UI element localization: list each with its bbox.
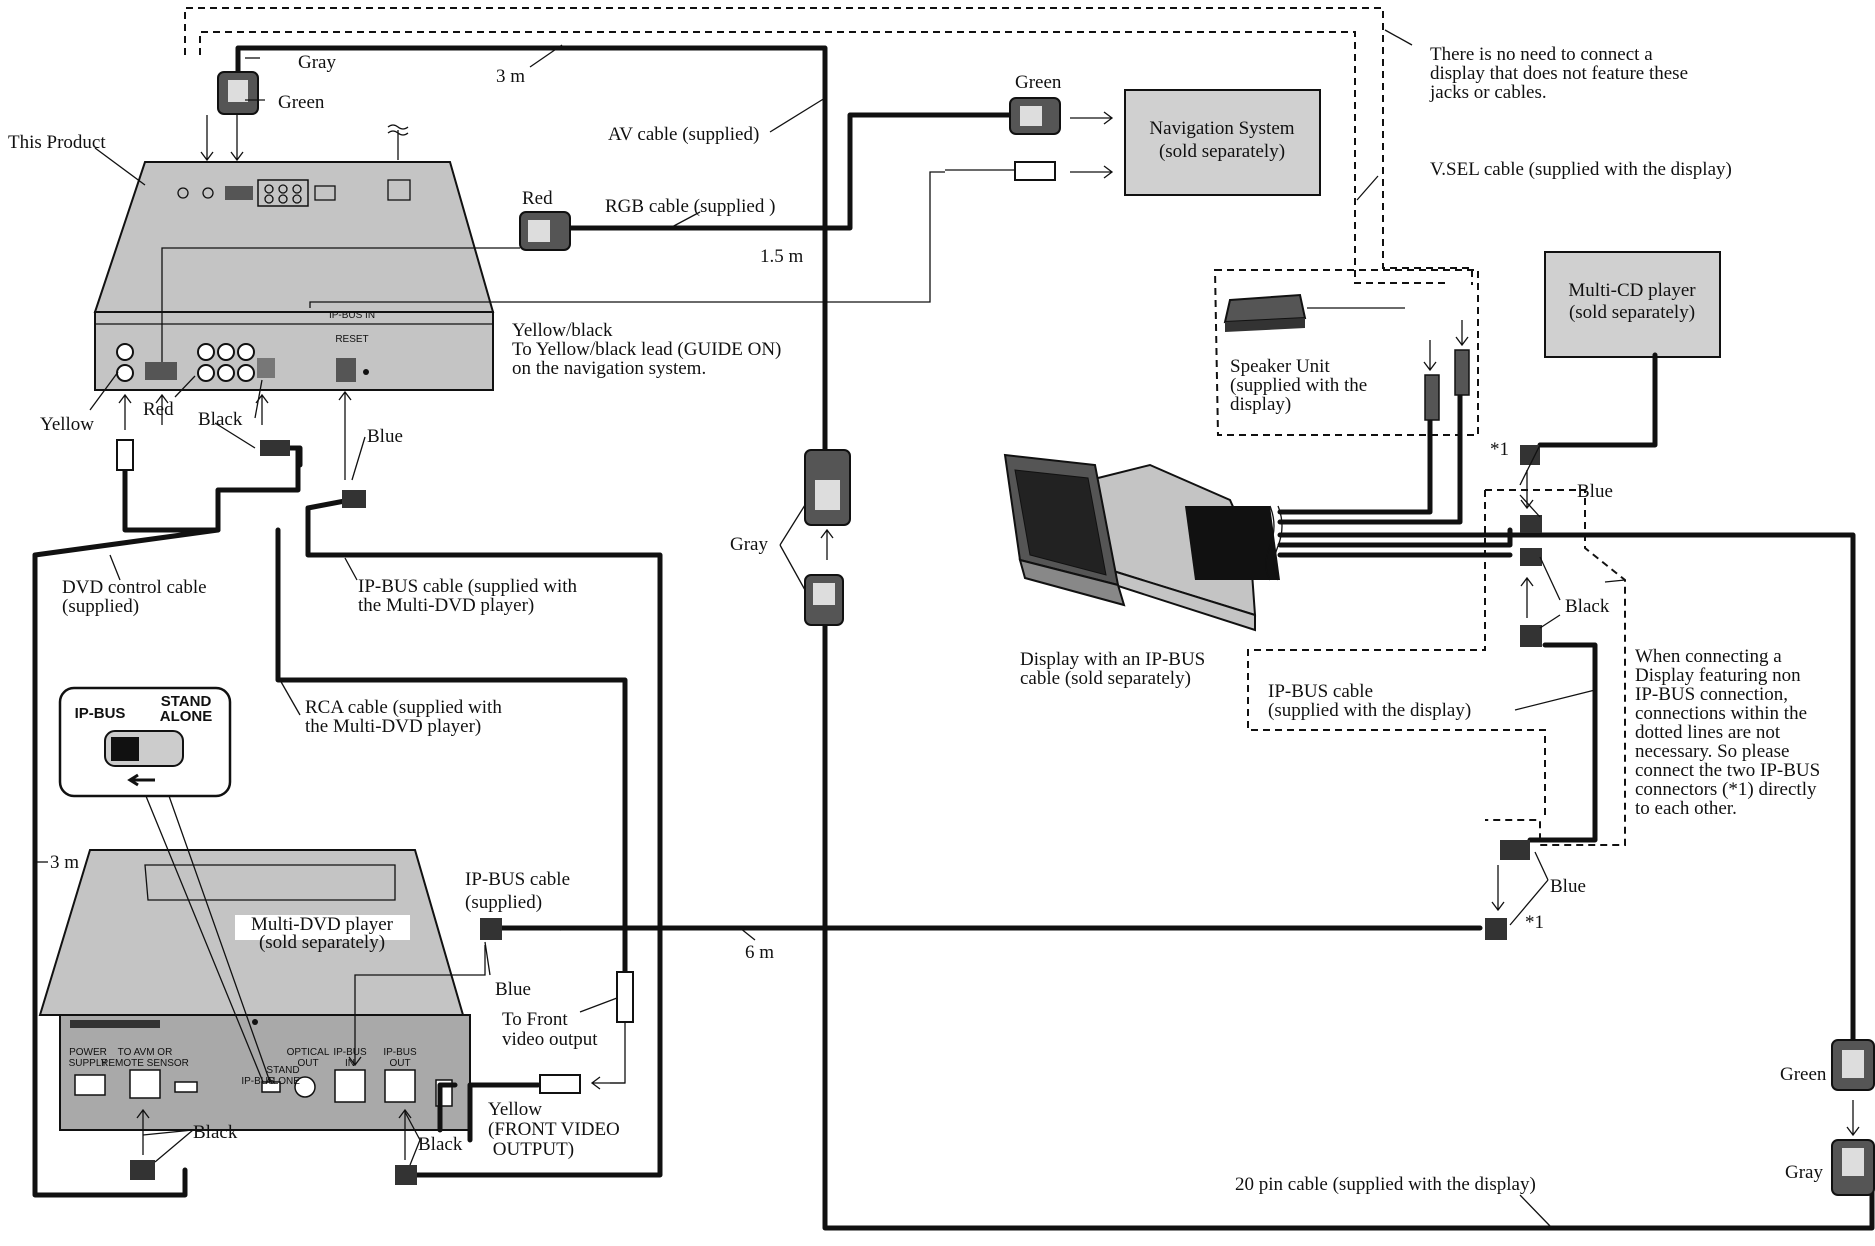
ip-bus-out-line2: OUT bbox=[389, 1058, 410, 1069]
to-avm-line1: TO AVM OR bbox=[118, 1047, 173, 1058]
ip-bus-small-label: IP-BUS bbox=[241, 1076, 275, 1087]
label-star1-bottom: *1 bbox=[1525, 912, 1544, 933]
power-supply-line1: POWER bbox=[69, 1047, 107, 1058]
ip-bus-switch-inset: IP-BUS STAND ALONE bbox=[58, 686, 232, 798]
ip-bus-in-line1: IP-BUS bbox=[333, 1047, 367, 1058]
label-red-jack: Red bbox=[143, 399, 174, 420]
multi-cd-line2: (sold separately) bbox=[1569, 302, 1695, 323]
display-device bbox=[1003, 453, 1283, 632]
stand-alone-small-line1: STAND bbox=[266, 1065, 299, 1076]
arrows bbox=[118, 111, 1860, 1160]
label-black-jack: Black bbox=[198, 409, 243, 430]
ip-bus-in-line2: IN bbox=[345, 1058, 355, 1069]
dashed-optional-lines bbox=[184, 7, 1626, 846]
leader-lines bbox=[35, 29, 1626, 1227]
label-yellow-front: Yellow(FRONT VIDEO OUTPUT) bbox=[488, 1099, 620, 1160]
label-blue-dvd: Blue bbox=[495, 979, 531, 1000]
label-blue-right-top: Blue bbox=[1577, 481, 1613, 502]
cables bbox=[32, 45, 1875, 1231]
label-rgb-cable: RGB cable (supplied ) bbox=[605, 196, 775, 217]
label-green-nav: Green bbox=[1015, 72, 1062, 93]
switch-ip-bus-label: IP-BUS bbox=[75, 705, 126, 722]
connector-plugs bbox=[116, 71, 1875, 1196]
label-gray-mid: Gray bbox=[730, 534, 768, 555]
label-this-product: This Product bbox=[8, 132, 106, 153]
label-star1-top: *1 bbox=[1490, 439, 1509, 460]
label-gray-top: Gray bbox=[298, 52, 336, 73]
label-ipbus-supplied: IP-BUS cable(supplied) bbox=[465, 869, 570, 913]
speaker-unit bbox=[1223, 293, 1307, 332]
navigation-system-box: Navigation System (sold separately) bbox=[1124, 89, 1321, 196]
ip-bus-in-panel-label: IP-BUS IN bbox=[329, 310, 375, 321]
reset-panel-label: RESET bbox=[335, 334, 368, 345]
label-3m-left: 3 m bbox=[50, 852, 79, 873]
label-green-bottom: Green bbox=[1780, 1064, 1827, 1085]
label-blue-right-bottom: Blue bbox=[1550, 876, 1586, 897]
multi-dvd-line2: (sold separately) bbox=[259, 932, 385, 953]
label-red-rgb: Red bbox=[522, 188, 553, 209]
label-yellow: Yellow bbox=[40, 414, 94, 435]
switch-alone-label: ALONE bbox=[160, 708, 213, 725]
label-dvd-control: DVD control cable(supplied) bbox=[62, 577, 207, 617]
label-blue-jack: Blue bbox=[367, 426, 403, 447]
optical-out-line2: OUT bbox=[297, 1058, 318, 1069]
multi-dvd-line1: Multi-DVD player bbox=[251, 914, 394, 935]
label-black-dvd2: Black bbox=[418, 1134, 463, 1155]
label-av-cable: AV cable (supplied) bbox=[608, 124, 759, 145]
label-black-right: Black bbox=[1565, 596, 1610, 617]
top-connectors bbox=[177, 179, 411, 207]
navigation-box-line2: (sold separately) bbox=[1159, 141, 1285, 162]
navigation-box-line1: Navigation System bbox=[1149, 118, 1294, 139]
multi-cd-line1: Multi-CD player bbox=[1568, 280, 1696, 301]
multi-dvd-player-device: Multi-DVD player (sold separately) POWER… bbox=[38, 849, 471, 1131]
label-gray-bottom: Gray bbox=[1785, 1162, 1823, 1183]
text-labels: This Product Gray Green Green Red 3 m AV… bbox=[8, 44, 1827, 1195]
front-connectors: IP-BUS IN RESET bbox=[116, 310, 375, 382]
label-3m-top: 3 m bbox=[496, 66, 525, 87]
label-6m: 6 m bbox=[745, 942, 774, 963]
label-20pin: 20 pin cable (supplied with the display) bbox=[1235, 1174, 1536, 1195]
stand-alone-small-line2: ALONE bbox=[266, 1076, 300, 1087]
label-1-5m: 1.5 m bbox=[760, 246, 804, 267]
this-product-device: IP-BUS IN RESET bbox=[93, 124, 495, 391]
power-supply-line2: SUPPLY bbox=[69, 1058, 108, 1069]
label-vsel: V.SEL cable (supplied with the display) bbox=[1430, 159, 1732, 180]
switch-stand-label: STAND bbox=[161, 693, 212, 710]
multi-cd-player-box: Multi-CD player (sold separately) bbox=[1544, 251, 1721, 358]
optical-out-line1: OPTICAL bbox=[287, 1047, 330, 1058]
label-black-dvd1: Black bbox=[193, 1122, 238, 1143]
ip-bus-out-line1: IP-BUS bbox=[383, 1047, 417, 1058]
label-ipbus-display: IP-BUS cable(supplied with the display) bbox=[1268, 681, 1471, 721]
label-green-top: Green bbox=[278, 92, 325, 113]
vent-slots bbox=[70, 1020, 160, 1028]
to-avm-line2: REMOTE SENSOR bbox=[101, 1058, 189, 1069]
